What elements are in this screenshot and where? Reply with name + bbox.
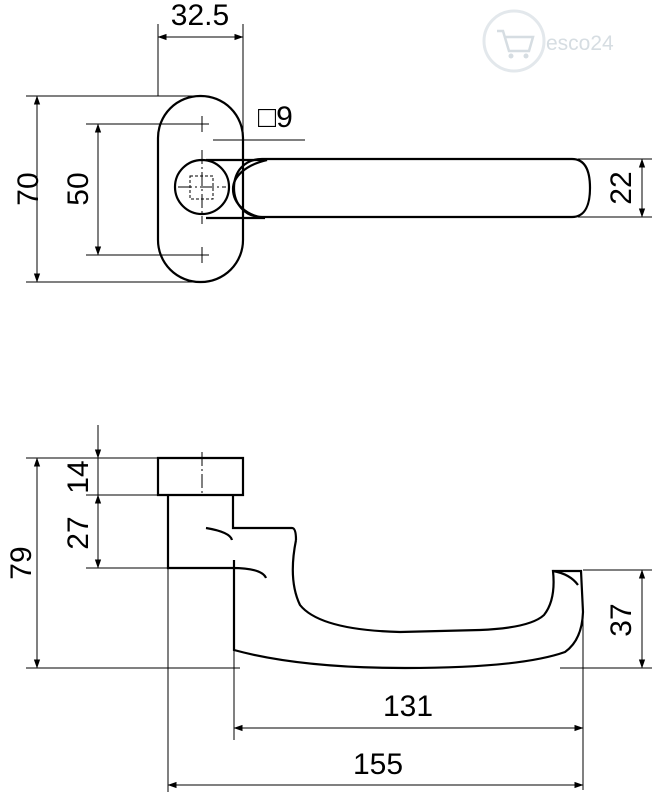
lever-neck — [206, 158, 268, 220]
top-view: 32.5 □9 70 50 22 — [12, 0, 652, 284]
dim-rose-height-label: 70 — [12, 172, 45, 205]
dim-base-label: 27 — [62, 516, 95, 549]
dim-total-height-label: 79 — [5, 546, 38, 579]
side-view: 79 14 27 37 131 155 — [5, 425, 652, 792]
dim-square-label: □9 — [258, 101, 293, 134]
dim-lever-length-label: 131 — [383, 690, 433, 723]
rose-plate — [156, 94, 245, 284]
lever-tip — [552, 569, 579, 586]
watermark-text: esco24 — [546, 32, 614, 55]
shopping-cart-icon — [497, 29, 535, 59]
neck-right-top — [231, 495, 298, 541]
dim-width-label: 32.5 — [171, 0, 229, 32]
dim-total-length-label: 155 — [353, 748, 403, 781]
neck-base-curve — [231, 566, 268, 579]
dim-lever-diameter-label: 22 — [605, 171, 638, 204]
rose-cap — [156, 456, 245, 497]
watermark-circle — [482, 9, 546, 73]
watermark: esco24 — [482, 9, 614, 73]
dim-neck-label: 14 — [62, 460, 95, 493]
lever-arm-top — [232, 157, 592, 219]
neck-notch — [205, 526, 234, 541]
lever-body-side — [232, 539, 585, 670]
dim-grip-drop-label: 37 — [605, 603, 638, 636]
dim-hole-spacing-label: 50 — [62, 172, 95, 205]
